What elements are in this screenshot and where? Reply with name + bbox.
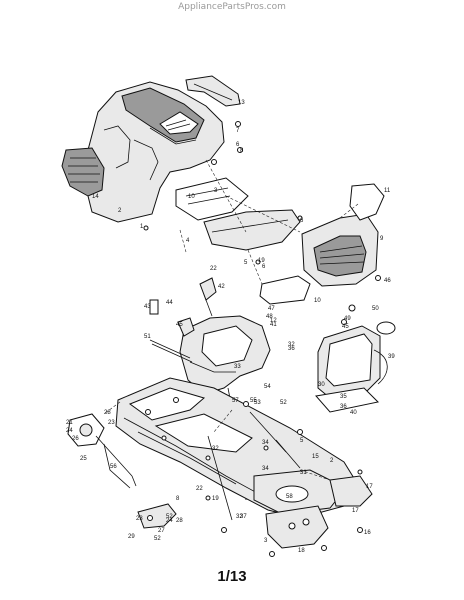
- callout-3: 3: [264, 538, 268, 544]
- callout-25: 25: [80, 456, 87, 462]
- callout-10: 10: [314, 298, 321, 304]
- callout-28: 28: [176, 518, 183, 524]
- callout-26: 26: [72, 436, 79, 442]
- callout-16: 16: [364, 530, 371, 536]
- callout-50: 50: [372, 306, 379, 312]
- front-bumper: [203, 209, 301, 251]
- callout-18: 18: [298, 548, 305, 554]
- tank-bracket: [315, 387, 380, 413]
- callout-5: 5: [300, 438, 304, 444]
- callout-22: 22: [210, 266, 217, 272]
- callout-55: 55: [250, 398, 257, 404]
- callout-23: 23: [108, 420, 115, 426]
- support-bracket: [175, 177, 249, 221]
- callout-58: 58: [286, 494, 293, 500]
- callout-39: 39: [388, 354, 395, 360]
- callout-7: 7: [236, 128, 240, 134]
- callout-17: 17: [352, 508, 359, 514]
- callout-36: 36: [340, 404, 347, 410]
- callout-24: 24: [66, 428, 73, 434]
- callout-6: 6: [262, 264, 266, 270]
- callout-32: 32: [288, 342, 295, 348]
- callout-13: 13: [238, 100, 245, 106]
- dash-trim: [185, 75, 241, 107]
- callout-6: 6: [300, 218, 304, 224]
- callout-12: 12: [270, 318, 277, 324]
- callout-41: 41: [270, 322, 277, 328]
- callout-33: 33: [234, 364, 241, 370]
- callout-44: 44: [166, 300, 173, 306]
- callout-35: 35: [340, 394, 347, 400]
- callout-3: 3: [214, 188, 218, 194]
- callout-17: 17: [366, 484, 373, 490]
- callout-46: 46: [384, 278, 391, 284]
- callout-52: 52: [166, 514, 173, 520]
- callout-57: 57: [232, 398, 239, 404]
- callout-8: 8: [176, 496, 180, 502]
- callout-45: 45: [342, 324, 349, 330]
- watermark: AppliancePartsPros.com: [178, 2, 286, 12]
- callout-40: 40: [350, 410, 357, 416]
- callout-19: 19: [212, 496, 219, 502]
- callout-51: 51: [144, 334, 151, 340]
- callout-52: 52: [280, 400, 287, 406]
- callout-8: 8: [240, 148, 244, 154]
- callout-6: 6: [236, 142, 240, 148]
- callout-53: 53: [254, 400, 261, 406]
- hood-vent: [159, 111, 199, 135]
- callout-54: 54: [264, 384, 271, 390]
- callout-29: 29: [128, 534, 135, 540]
- callout-47: 47: [268, 306, 275, 312]
- callout-15: 15: [312, 454, 319, 460]
- callout-52: 52: [154, 536, 161, 542]
- callout-5: 5: [244, 260, 248, 266]
- callout-34: 34: [262, 466, 269, 472]
- callout-27: 27: [158, 528, 165, 534]
- decal: [349, 183, 385, 221]
- callout-49: 49: [344, 316, 351, 322]
- callout-42: 42: [218, 284, 225, 290]
- callout-4: 4: [186, 238, 190, 244]
- dash-assembly: [149, 277, 396, 501]
- callout-31: 31: [300, 470, 307, 476]
- callout-10: 10: [188, 194, 195, 200]
- hood-assembly: [61, 75, 385, 305]
- hitch-plate: [265, 505, 329, 549]
- callout-14: 14: [92, 194, 99, 200]
- page-number: 1/13: [217, 568, 247, 585]
- callout-37: 37: [240, 514, 247, 520]
- callout-43: 43: [144, 304, 151, 310]
- callout-28: 28: [104, 410, 111, 416]
- callout-32: 32: [212, 446, 219, 452]
- callout-19: 19: [258, 258, 265, 264]
- callout-2: 2: [330, 458, 334, 464]
- callout-11: 11: [384, 188, 391, 194]
- callout-21: 21: [66, 420, 73, 426]
- headlight-lens: [259, 275, 311, 305]
- callout-36: 36: [288, 346, 295, 352]
- callout-32: 32: [236, 514, 243, 520]
- callout-23: 23: [136, 516, 143, 522]
- side-grille: [61, 147, 105, 197]
- callout-56: 56: [110, 464, 117, 470]
- frame-assembly: [67, 377, 373, 557]
- callout-22: 22: [196, 486, 203, 492]
- callout-24: 24: [166, 518, 173, 524]
- callout-1: 1: [140, 224, 144, 230]
- callout-48: 48: [266, 314, 273, 320]
- fuel-cap: [376, 321, 396, 335]
- callout-30: 30: [318, 382, 325, 388]
- callout-34: 34: [262, 440, 269, 446]
- callout-45: 45: [176, 322, 183, 328]
- callout-2: 2: [118, 208, 122, 214]
- callout-9: 9: [380, 236, 384, 242]
